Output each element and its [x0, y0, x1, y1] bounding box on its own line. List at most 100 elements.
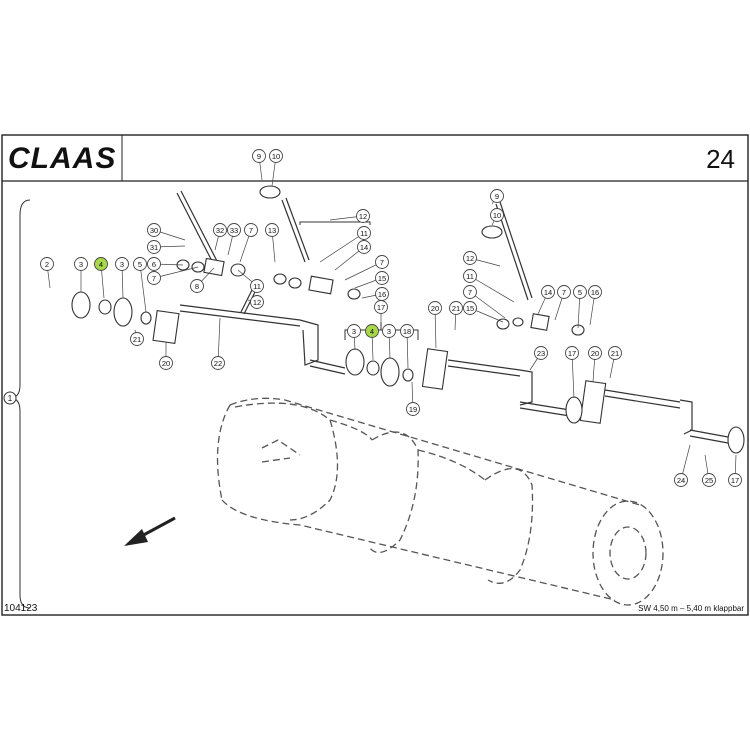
callout-number: 5 [138, 260, 142, 269]
callout-9[interactable]: 9 [490, 189, 504, 203]
callout-17[interactable]: 17 [565, 346, 579, 360]
drive-shafts [176, 190, 729, 444]
callout-25[interactable]: 25 [702, 473, 716, 487]
callout-33[interactable]: 33 [227, 223, 241, 237]
callout-3[interactable]: 3 [115, 257, 129, 271]
group-brace [9, 199, 31, 609]
callout-circle [356, 209, 370, 223]
callout-20[interactable]: 20 [588, 346, 602, 360]
callout-11[interactable]: 11 [357, 226, 371, 240]
callout-circle [702, 473, 716, 487]
callout-number: 25 [705, 476, 713, 485]
callout-number: 12 [253, 298, 261, 307]
callout-circle [406, 402, 420, 416]
callout-number: 7 [380, 258, 384, 267]
callout-number: 11 [360, 229, 368, 238]
callout-21[interactable]: 21 [608, 346, 622, 360]
callout-3[interactable]: 3 [382, 324, 396, 338]
callout-31[interactable]: 31 [147, 240, 161, 254]
callout-20[interactable]: 20 [428, 301, 442, 315]
assembly-bracket-17 [344, 322, 419, 340]
callout-circle [227, 223, 241, 237]
callout-5[interactable]: 5 [133, 257, 147, 271]
callout-number: 3 [387, 327, 391, 336]
callout-number: 20 [431, 304, 439, 313]
callout-circle [534, 346, 548, 360]
callout-13[interactable]: 13 [265, 223, 279, 237]
callout-11[interactable]: 11 [463, 269, 477, 283]
callout-17[interactable]: 17 [374, 300, 388, 314]
callout-number: 22 [214, 359, 222, 368]
callout-18[interactable]: 18 [400, 324, 414, 338]
callout-21[interactable]: 21 [449, 301, 463, 315]
callout-32[interactable]: 32 [213, 223, 227, 237]
leader-line-11 [319, 232, 365, 263]
callout-circle [190, 279, 204, 293]
callout-circle [375, 255, 389, 269]
callout-14[interactable]: 14 [541, 285, 555, 299]
callout-number: 24 [677, 476, 685, 485]
callout-number: 15 [378, 274, 386, 283]
callout-3[interactable]: 3 [347, 324, 361, 338]
page-number: 24 [706, 144, 735, 174]
callout-24[interactable]: 24 [674, 473, 688, 487]
callout-circle [269, 149, 283, 163]
leader-line-22 [217, 317, 221, 364]
callout-number: 6 [152, 260, 156, 269]
group-label-circle [3, 391, 17, 405]
leader-line-5 [139, 263, 147, 313]
callout-number: 17 [377, 303, 385, 312]
callout-15[interactable]: 15 [463, 301, 477, 315]
callout-number: 17 [731, 476, 739, 485]
callout-19[interactable]: 19 [406, 402, 420, 416]
callout-4-highlighted[interactable]: 4 [365, 324, 379, 338]
callout-21[interactable]: 21 [130, 332, 144, 346]
callout-number: 11 [253, 282, 261, 291]
callout-7[interactable]: 7 [463, 285, 477, 299]
callout-30[interactable]: 30 [147, 223, 161, 237]
callout-22[interactable]: 22 [211, 356, 225, 370]
callout-6[interactable]: 6 [147, 257, 161, 271]
callout-7[interactable]: 7 [244, 223, 258, 237]
callout-8[interactable]: 8 [190, 279, 204, 293]
callout-number: 9 [257, 152, 261, 161]
callout-number: 31 [150, 243, 158, 252]
callout-20[interactable]: 20 [159, 356, 173, 370]
callout-10[interactable]: 10 [269, 149, 283, 163]
direction-arrow [124, 516, 176, 546]
callout-14[interactable]: 14 [357, 240, 371, 254]
callout-12[interactable]: 12 [250, 295, 264, 309]
callout-number: 12 [466, 254, 474, 263]
callout-number: 3 [79, 260, 83, 269]
callout-11[interactable]: 11 [250, 279, 264, 293]
callout-2[interactable]: 2 [40, 257, 54, 271]
callout-number: 17 [568, 349, 576, 358]
callout-5[interactable]: 5 [573, 285, 587, 299]
callout-circle [557, 285, 571, 299]
callout-23[interactable]: 23 [534, 346, 548, 360]
callout-10[interactable]: 10 [490, 208, 504, 222]
callout-number: 7 [468, 288, 472, 297]
callout-7[interactable]: 7 [147, 271, 161, 285]
callout-circle [130, 332, 144, 346]
group-label: 1 [8, 394, 13, 403]
callout-circle [382, 324, 396, 338]
callout-circle [265, 223, 279, 237]
callout-circle [374, 300, 388, 314]
callout-number: 21 [611, 349, 619, 358]
callout-number: 21 [133, 335, 141, 344]
callout-15[interactable]: 15 [375, 271, 389, 285]
callout-7[interactable]: 7 [375, 255, 389, 269]
callout-12[interactable]: 12 [463, 251, 477, 265]
callout-12[interactable]: 12 [356, 209, 370, 223]
callout-number: 8 [195, 282, 199, 291]
callout-7[interactable]: 7 [557, 285, 571, 299]
callout-4-highlighted[interactable]: 4 [94, 257, 108, 271]
callout-17[interactable]: 17 [728, 473, 742, 487]
callout-16[interactable]: 16 [588, 285, 602, 299]
callout-16[interactable]: 16 [375, 287, 389, 301]
leader-line-11 [469, 275, 515, 303]
callout-3[interactable]: 3 [74, 257, 88, 271]
callout-circle [147, 257, 161, 271]
callout-9[interactable]: 9 [252, 149, 266, 163]
